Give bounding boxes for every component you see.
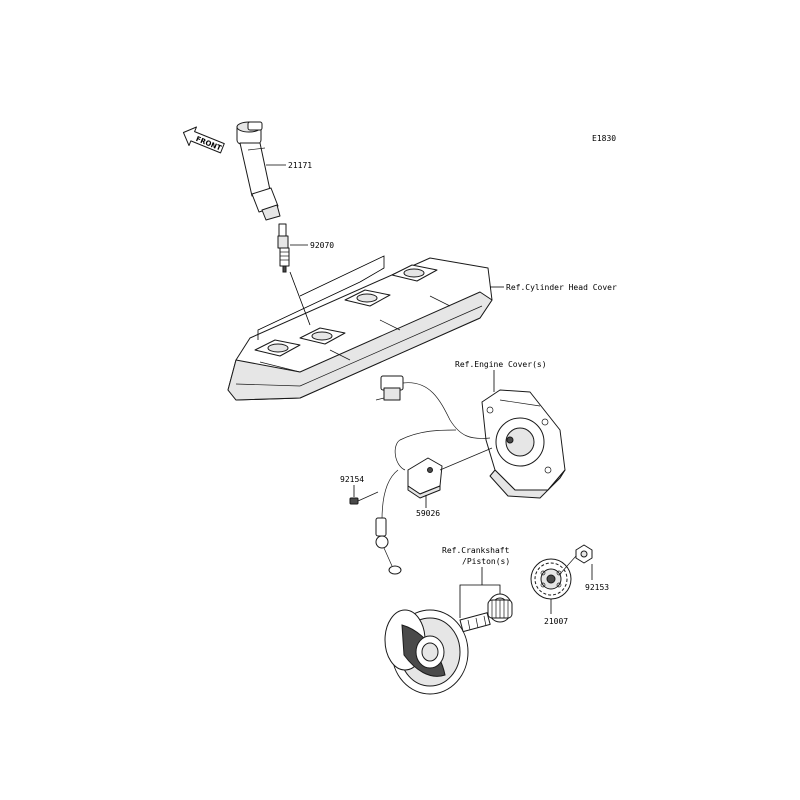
engine-cover-part xyxy=(481,389,566,499)
diagram-code: E1830 xyxy=(592,134,616,143)
part-number-21007: 21007 xyxy=(544,617,568,626)
plug-bracket-rear xyxy=(299,255,385,297)
front-direction-arrow: FRONT xyxy=(182,126,225,154)
ref-cylinder-head-cover: Ref.Cylinder Head Cover xyxy=(506,283,617,292)
starter-gear-part xyxy=(487,593,513,623)
part-number-59026: 59026 xyxy=(416,509,440,518)
part-number-92154: 92154 xyxy=(340,475,364,484)
ignition-coil-part xyxy=(236,121,281,221)
pickup-coil-part xyxy=(407,447,493,499)
part-number-21171: 21171 xyxy=(288,161,312,170)
bolt-92154-part xyxy=(349,491,379,505)
part-number-92070: 92070 xyxy=(310,241,334,250)
ref-piston: /Piston(s) xyxy=(462,557,510,566)
plug-leader-line xyxy=(289,271,311,326)
ref-engine-cover: Ref.Engine Cover(s) xyxy=(455,360,547,369)
spark-plug-part xyxy=(277,223,290,273)
crankshaft-part xyxy=(384,609,491,695)
rotor-part xyxy=(530,558,572,600)
cylinder-head-cover-part xyxy=(227,257,493,401)
crankshaft-bracket xyxy=(459,584,501,618)
plug-bracket-front xyxy=(257,281,361,340)
bolt-92153-part xyxy=(559,544,593,575)
wiring-harness-part xyxy=(375,375,491,575)
part-number-92153: 92153 xyxy=(585,583,609,592)
ref-crankshaft: Ref.Crankshaft xyxy=(442,546,510,555)
